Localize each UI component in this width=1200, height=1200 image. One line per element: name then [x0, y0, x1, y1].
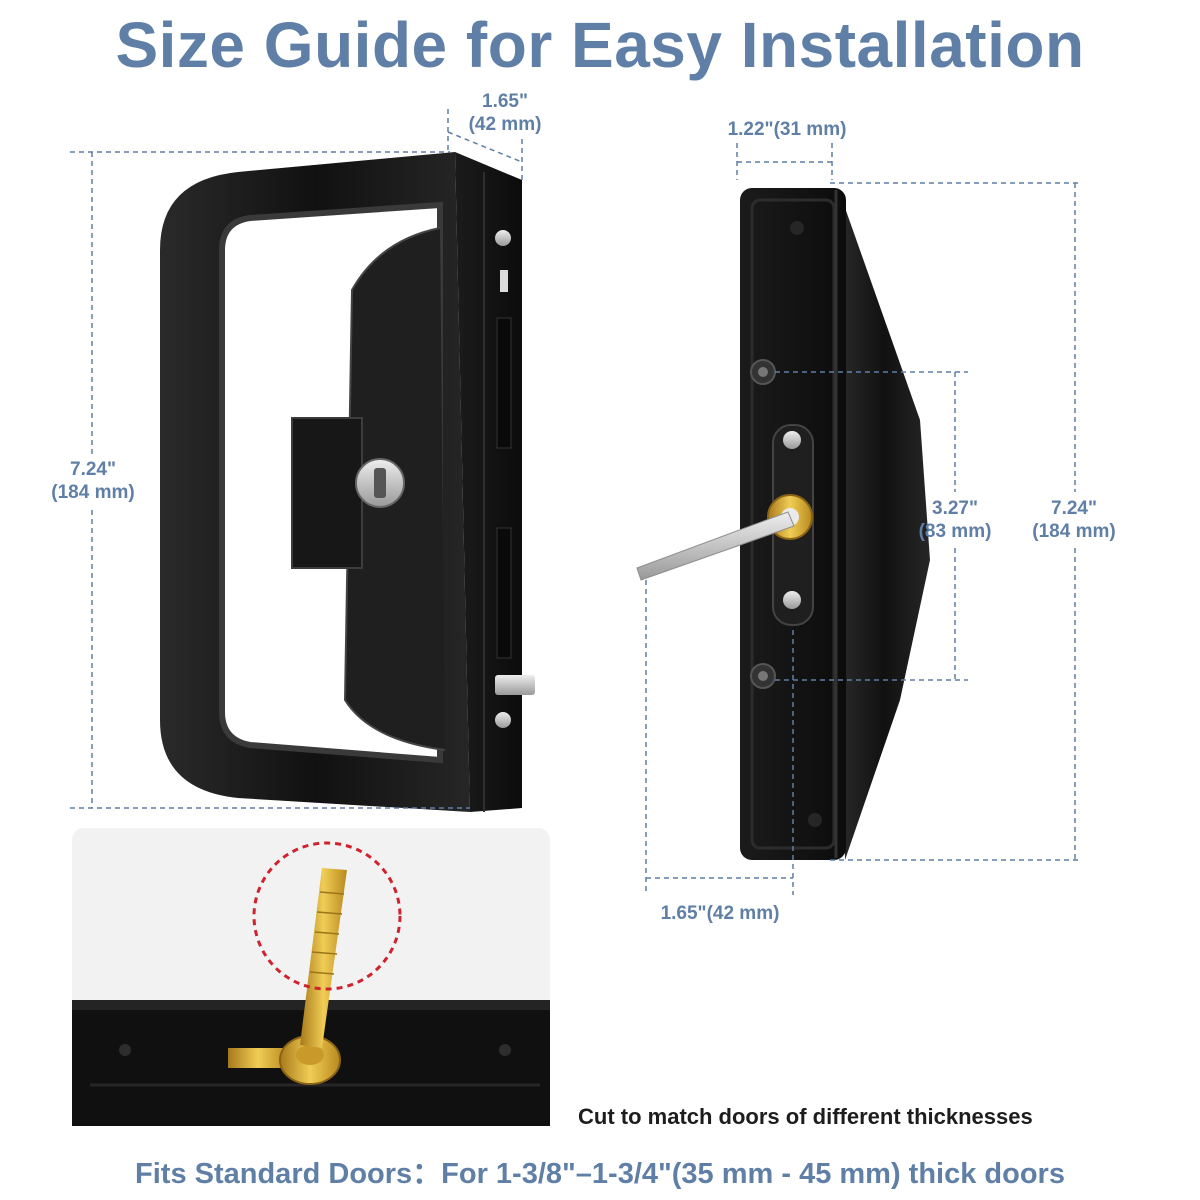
- side-dimension-lines: [645, 143, 1078, 895]
- cut-marker-circle: [252, 841, 402, 991]
- side-screw-spacing-label: 3.27" (83 mm): [918, 498, 992, 542]
- page-title: Size Guide for Easy Installation: [115, 9, 1085, 81]
- footer-note: Fits Standard Doors：For 1-3/8"–1-3/4"(35…: [135, 1158, 1065, 1190]
- inset-caption: Cut to match doors of different thicknes…: [578, 1104, 1033, 1129]
- front-height-label: 7.24" (184 mm): [51, 459, 135, 503]
- side-height-label: 7.24" (184 mm): [1032, 498, 1116, 542]
- inset-photo: [72, 828, 550, 1126]
- front-depth-label: 1.65" (42 mm): [468, 91, 542, 135]
- side-bottom-depth-label: 1.65"(42 mm): [660, 903, 780, 924]
- front-dimension-lines: [70, 108, 523, 809]
- front-handle: [160, 152, 535, 812]
- side-handle: [636, 188, 930, 860]
- side-plate-width-label: 1.22"(31 mm): [727, 119, 847, 140]
